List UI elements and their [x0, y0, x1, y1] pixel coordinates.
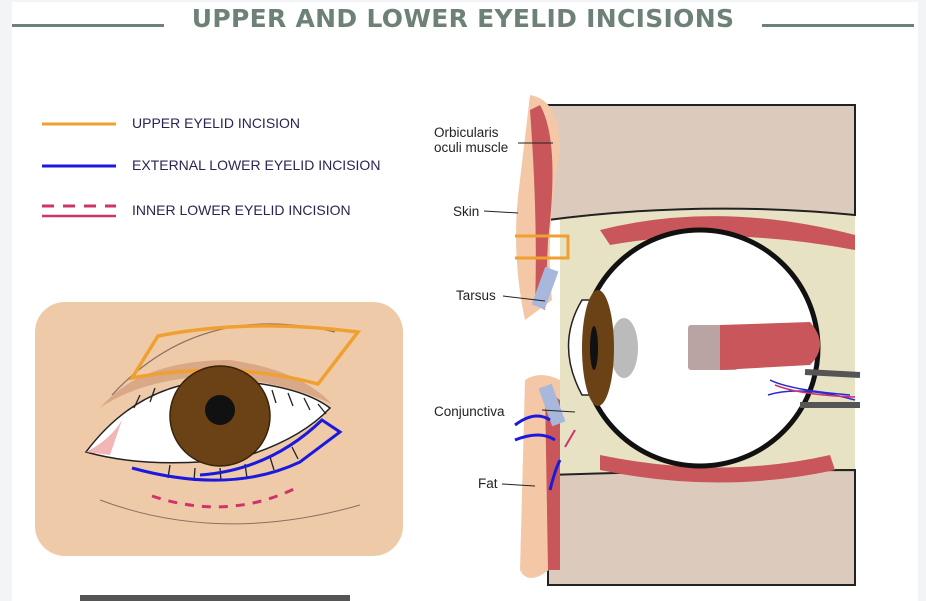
label-skin: Skin: [453, 204, 480, 219]
title-rule-left: [12, 24, 164, 27]
page-title: UPPER AND LOWER EYELID INCISIONS: [191, 4, 735, 33]
front-eye-view: [35, 302, 403, 556]
brand-logo-cutoff: [80, 595, 350, 601]
legend-inner-lower-eyelid-incision: INNER LOWER EYELID INCISION: [132, 202, 351, 218]
label-orbicularis: Orbicularis oculi muscle: [434, 125, 509, 155]
label-tarsus: Tarsus: [456, 288, 496, 303]
inner-lower-incision: [151, 484, 301, 509]
legend-external-lower-eyelid-incision: EXTERNAL LOWER EYELID INCISION: [132, 157, 381, 173]
title-rule-right: [762, 24, 914, 27]
label-fat: Fat: [478, 476, 498, 491]
label-conjunctiva: Conjunctiva: [434, 404, 505, 419]
eye-cross-section: [483, 95, 861, 586]
external-lower-incision: [131, 418, 343, 482]
legend-upper-eyelid-incision: UPPER EYELID INCISION: [132, 115, 301, 131]
